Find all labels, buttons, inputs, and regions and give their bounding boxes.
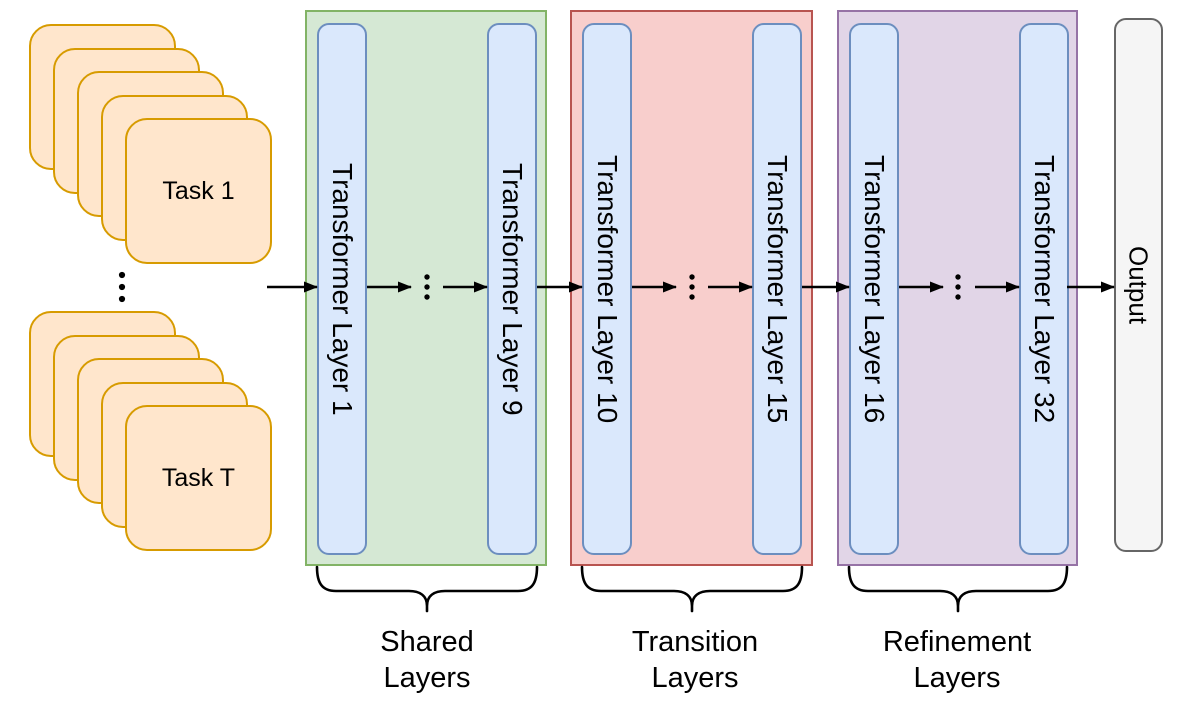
caption-line: Shared xyxy=(380,626,474,658)
transformer-layer-32-label: Transformer Layer 32 xyxy=(1029,154,1060,424)
transformer-layer-9-block: Transformer Layer 9 xyxy=(487,23,537,555)
caption-line: Transition xyxy=(631,626,759,658)
caption-shared-layers: Shared Layers xyxy=(380,624,474,696)
transformer-layer-15-label: Transformer Layer 15 xyxy=(762,154,793,424)
transformer-layer-1-label: Transformer Layer 1 xyxy=(327,162,358,416)
task-card-front: Task T xyxy=(125,405,272,551)
transformer-layer-32-block: Transformer Layer 32 xyxy=(1019,23,1069,555)
output-label: Output xyxy=(1123,245,1154,325)
caption-line: Layers xyxy=(383,662,471,694)
transformer-layer-10-block: Transformer Layer 10 xyxy=(582,23,632,555)
group-shared-layers: Transformer Layer 1 Transformer Layer 9 xyxy=(305,10,547,566)
brace-transition-layers xyxy=(580,565,804,613)
transformer-layer-1-block: Transformer Layer 1 xyxy=(317,23,367,555)
task-stack-1: Task 1 xyxy=(29,24,275,267)
task-card-front: Task 1 xyxy=(125,118,272,264)
task-stack-t: Task T xyxy=(29,311,275,554)
transformer-layer-9-label: Transformer Layer 9 xyxy=(497,162,528,416)
output-box: Output xyxy=(1114,18,1163,552)
caption-line: Layers xyxy=(651,662,739,694)
brace-refinement-layers xyxy=(847,565,1069,613)
task-1-label: Task 1 xyxy=(162,176,235,205)
transformer-layer-15-block: Transformer Layer 15 xyxy=(752,23,802,555)
transformer-layer-10-label: Transformer Layer 10 xyxy=(592,154,623,424)
caption-refinement-layers: Refinement Layers xyxy=(883,624,1031,696)
caption-transition-layers: Transition Layers xyxy=(632,624,758,696)
group-refinement-layers: Transformer Layer 16 Transformer Layer 3… xyxy=(837,10,1078,566)
caption-line: Refinement xyxy=(882,626,1032,658)
brace-shared-layers xyxy=(315,565,539,613)
group-transition-layers: Transformer Layer 10 Transformer Layer 1… xyxy=(570,10,813,566)
transformer-layer-16-label: Transformer Layer 16 xyxy=(859,154,890,424)
task-t-label: Task T xyxy=(161,463,236,492)
transformer-layer-16-block: Transformer Layer 16 xyxy=(849,23,899,555)
tasks-ellipsis-icon xyxy=(118,271,126,303)
caption-line: Layers xyxy=(913,662,1001,694)
